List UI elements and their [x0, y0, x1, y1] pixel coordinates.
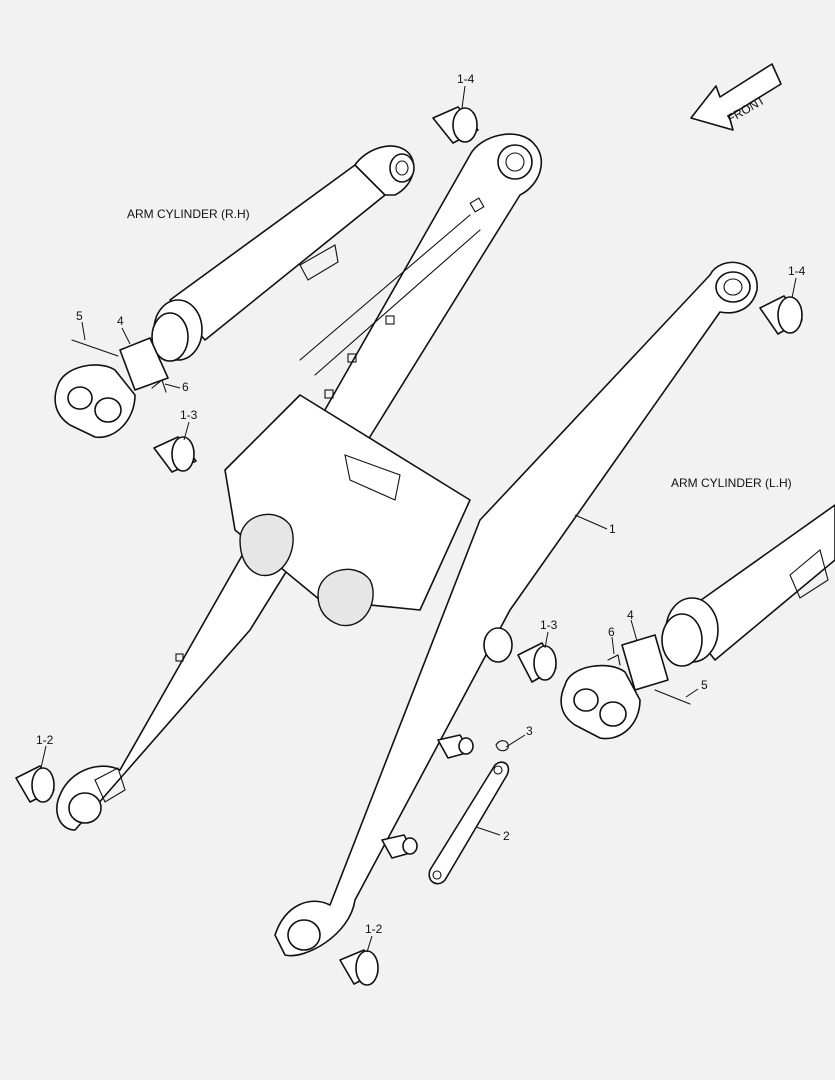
callout-1-4-top: 1-4 [457, 72, 475, 86]
bushing-1-3-left [153, 436, 197, 473]
callout-6-lh: 6 [608, 625, 615, 639]
bushing-1-3-center [483, 627, 557, 683]
callout-3: 3 [526, 724, 533, 738]
callout-1-4-right: 1-4 [788, 264, 806, 278]
leader-lines [40, 85, 797, 953]
arm-cylinder-rh-label: ARM CYLINDER (R.H) [127, 207, 250, 221]
front-arrow: FRONT [690, 63, 782, 131]
callout-1-3-left: 1-3 [180, 408, 198, 422]
callout-1-2-bottom: 1-2 [365, 922, 383, 936]
callout-1-2-left: 1-2 [36, 733, 54, 747]
callout-1-3-center: 1-3 [540, 618, 558, 632]
arm-cylinder-lh [560, 504, 835, 740]
callout-2: 2 [503, 829, 510, 843]
loader-arm [56, 133, 758, 957]
callout-6-rh: 6 [182, 380, 189, 394]
callout-5-rh: 5 [76, 309, 83, 323]
link-assembly [381, 734, 510, 885]
callout-1: 1 [609, 522, 616, 536]
arm-cylinder-lh-label: ARM CYLINDER (L.H) [671, 476, 792, 490]
bushing-1-4-right [759, 295, 803, 335]
arm-cylinder-rh [54, 145, 415, 438]
callout-5-lh: 5 [701, 678, 708, 692]
bushing-1-4-top [432, 106, 479, 144]
bushing-1-2-left [15, 765, 55, 803]
bushing-1-2-bottom [339, 949, 379, 986]
callout-4-rh: 4 [117, 314, 124, 328]
callout-4-lh: 4 [627, 608, 634, 622]
